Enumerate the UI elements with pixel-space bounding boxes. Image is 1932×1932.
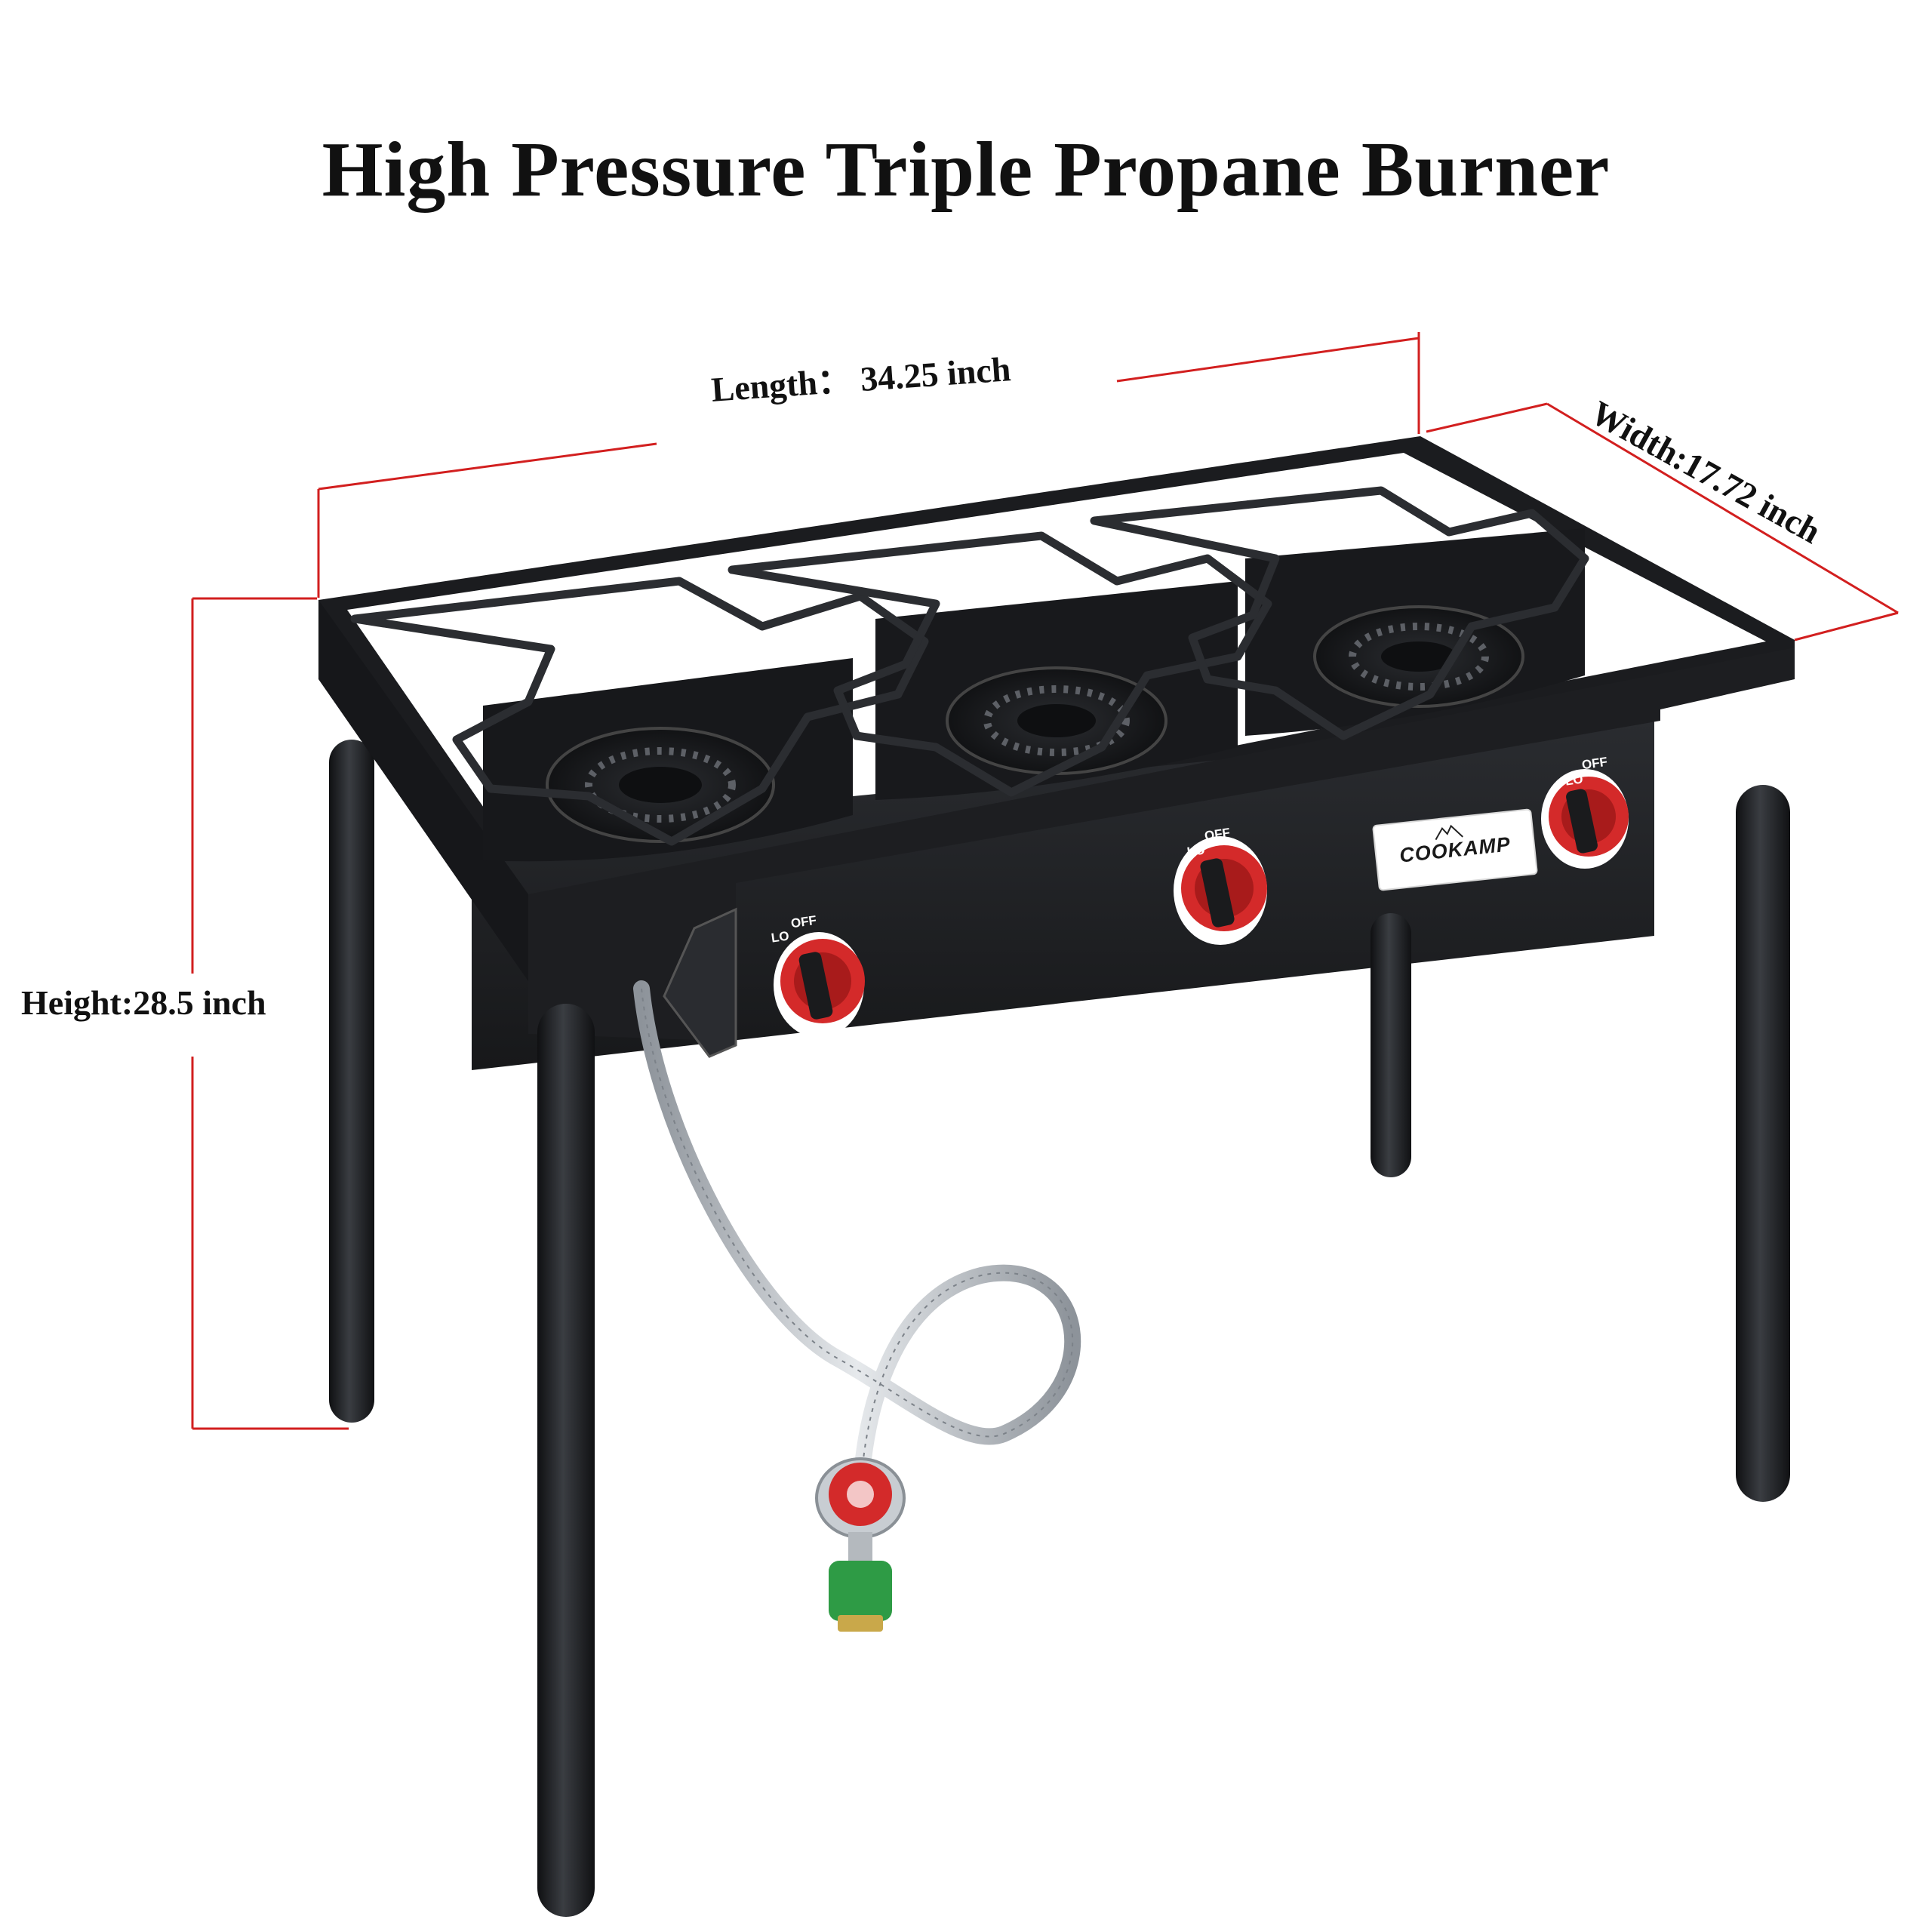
- length-dimension-line: [317, 332, 1420, 598]
- width-dimension-line: [1426, 402, 1899, 641]
- burner-center: [875, 581, 1238, 800]
- front-right-leg: [1736, 785, 1790, 1502]
- knob-center-lo: LO: [1186, 842, 1206, 860]
- regulator-icon: [815, 1457, 906, 1632]
- wire-grate: [350, 486, 1589, 846]
- control-knob-right[interactable]: [1541, 769, 1629, 869]
- page-title: High Pressure Triple Propane Burner: [321, 126, 1611, 213]
- mountain-logo-icon: [1435, 824, 1463, 841]
- gas-hose: [633, 980, 1081, 1518]
- back-right-leg-front: [1371, 913, 1411, 1174]
- front-left-leg: [537, 1004, 595, 1917]
- valve-bracket: [663, 907, 737, 1058]
- knob-right-lo: LO: [1564, 771, 1584, 789]
- knob-left-lo: LO: [770, 928, 790, 946]
- height-dimension-line: [191, 597, 349, 1430]
- height-label: Height:28.5 inch: [21, 983, 266, 1022]
- back-left-leg: [329, 740, 374, 1423]
- brand-badge: COOKAMP: [1371, 808, 1539, 891]
- control-knob-center[interactable]: [1174, 836, 1267, 945]
- control-knob-left[interactable]: [774, 932, 865, 1038]
